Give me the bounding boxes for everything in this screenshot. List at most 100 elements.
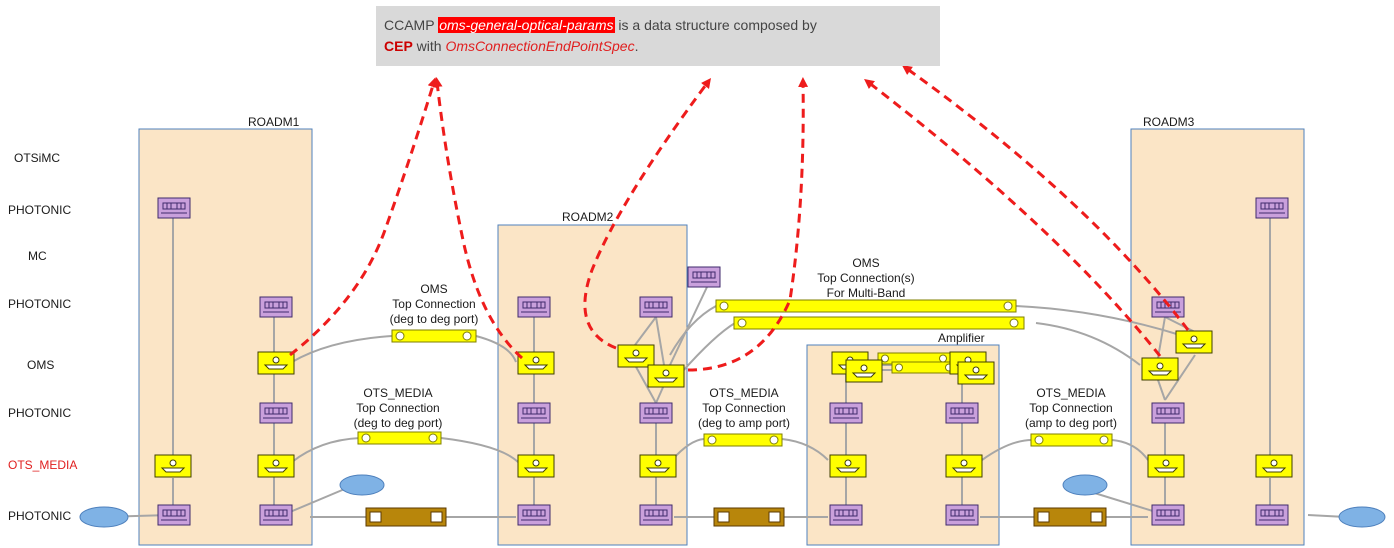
oms-deg-label-3: (deg to deg port): [390, 312, 479, 326]
roadm1-label: ROADM1: [248, 115, 300, 129]
fiber-link: [713, 507, 785, 527]
cep-arrows: [289, 65, 1190, 372]
photonic-port: [517, 296, 551, 318]
oms-multi-label-3: For Multi-Band: [827, 286, 906, 300]
layer-label-oms: OMS: [27, 358, 54, 372]
cep-arrow: [864, 78, 1162, 357]
oms-port: [639, 454, 677, 478]
fiber-link: [1033, 507, 1107, 527]
ots-amp-deg-label-3: (amp to deg port): [1025, 416, 1117, 430]
photonic-port: [1255, 197, 1289, 219]
oms-port: [829, 454, 867, 478]
oms-multi-label-1: OMS: [852, 256, 879, 270]
oms-port: [845, 359, 883, 383]
photonic-port: [1255, 504, 1289, 526]
oms-port: [1141, 357, 1179, 381]
client-oval: [339, 474, 385, 496]
oms-deg-bar: [391, 329, 477, 343]
photonic-port: [1151, 296, 1185, 318]
layer-label-photonic-1: PHOTONIC: [8, 203, 71, 217]
oms-multi-bar-1: [715, 299, 1017, 313]
photonic-port: [1151, 402, 1185, 424]
photonic-port: [259, 402, 293, 424]
ots-deg-bar: [357, 431, 442, 445]
ots-deg-label-1: OTS_MEDIA: [363, 386, 432, 400]
photonic-port: [945, 504, 979, 526]
oms-port: [517, 454, 555, 478]
oms-deg-label-2: Top Connection: [392, 297, 475, 311]
link-lines: [103, 218, 1347, 518]
photonic-port: [639, 504, 673, 526]
roadm1-box: [138, 128, 313, 546]
layer-label-otsimc: OTSiMC: [14, 151, 60, 165]
ots-amp-bar: [703, 433, 783, 447]
photonic-port: [639, 402, 673, 424]
oms-deg-label-1: OMS: [420, 282, 447, 296]
ots-amp-deg-label-2: Top Connection: [1029, 401, 1112, 415]
annotation-highlight: oms-general-optical-params: [438, 17, 615, 33]
ots-amp-label-3: (deg to amp port): [698, 416, 790, 430]
photonic-port: [829, 402, 863, 424]
node-boxes: [138, 128, 1305, 546]
photonic-port: [639, 296, 673, 318]
photonic-port: [517, 504, 551, 526]
ots-amp-deg-label-1: OTS_MEDIA: [1036, 386, 1105, 400]
ots-deg-label-2: Top Connection: [356, 401, 439, 415]
oms-multi-bar-2: [733, 316, 1025, 330]
annotation-cep: CEP: [384, 38, 413, 54]
oms-port: [1147, 454, 1185, 478]
connection-bars: [357, 299, 1113, 447]
roadm2-label: ROADM2: [562, 210, 614, 224]
oms-port: [1175, 330, 1213, 354]
fiber-link: [365, 507, 447, 527]
annotation-suffix: .: [634, 38, 639, 54]
connection-labels: OMS Top Connection (deg to deg port) OTS…: [354, 256, 1117, 430]
oms-port: [154, 454, 192, 478]
oms-port: [1255, 454, 1293, 478]
cep-arrow: [687, 77, 809, 372]
client-oval: [79, 506, 129, 528]
amp-inner-bar-2: [891, 361, 957, 374]
ots-amp-label-2: Top Connection: [702, 401, 785, 415]
photonic-port: [829, 504, 863, 526]
ots-deg-label-3: (deg to deg port): [354, 416, 443, 430]
oms-multi-label-2: Top Connection(s): [817, 271, 914, 285]
photonic-port: [259, 504, 293, 526]
oms-port: [257, 351, 295, 375]
oms-port: [945, 454, 983, 478]
photonic-port: [157, 197, 191, 219]
oms-port: [617, 344, 655, 368]
client-oval: [1338, 506, 1386, 528]
ports: [154, 197, 1293, 526]
amplifier-label: Amplifier: [938, 331, 985, 345]
photonic-port: [687, 266, 721, 288]
layer-label-mc: MC: [28, 249, 47, 263]
oms-port: [957, 361, 995, 385]
fiber-segments: [365, 507, 1107, 527]
oms-port: [647, 364, 685, 388]
roadm3-box: [1130, 128, 1305, 546]
photonic-port: [157, 504, 191, 526]
layer-label-photonic-4: PHOTONIC: [8, 509, 71, 523]
layer-labels: OTSiMC PHOTONIC MC PHOTONIC OMS PHOTONIC…: [8, 151, 77, 523]
roadm3-label: ROADM3: [1143, 115, 1195, 129]
layer-label-ots-media: OTS_MEDIA: [8, 458, 77, 472]
annotation-prefix: CCAMP: [384, 17, 439, 33]
client-endpoints: [79, 474, 1386, 528]
photonic-port: [945, 402, 979, 424]
cep-arrow: [432, 77, 524, 360]
annotation-spec: OmsConnectionEndPointSpec: [445, 38, 635, 54]
photonic-port: [1151, 504, 1185, 526]
annotation-with: with: [412, 38, 446, 54]
cep-arrow: [289, 77, 438, 357]
annotation-box: CCAMP oms-general-optical-params is a da…: [376, 6, 940, 66]
cep-arrow: [583, 77, 711, 350]
annotation-middle: is a data structure composed by: [614, 17, 817, 33]
photonic-port: [517, 402, 551, 424]
ots-amp-label-1: OTS_MEDIA: [709, 386, 778, 400]
layer-label-photonic-2: PHOTONIC: [8, 297, 71, 311]
client-oval: [1062, 474, 1108, 496]
layer-label-photonic-3: PHOTONIC: [8, 406, 71, 420]
oms-port: [257, 454, 295, 478]
